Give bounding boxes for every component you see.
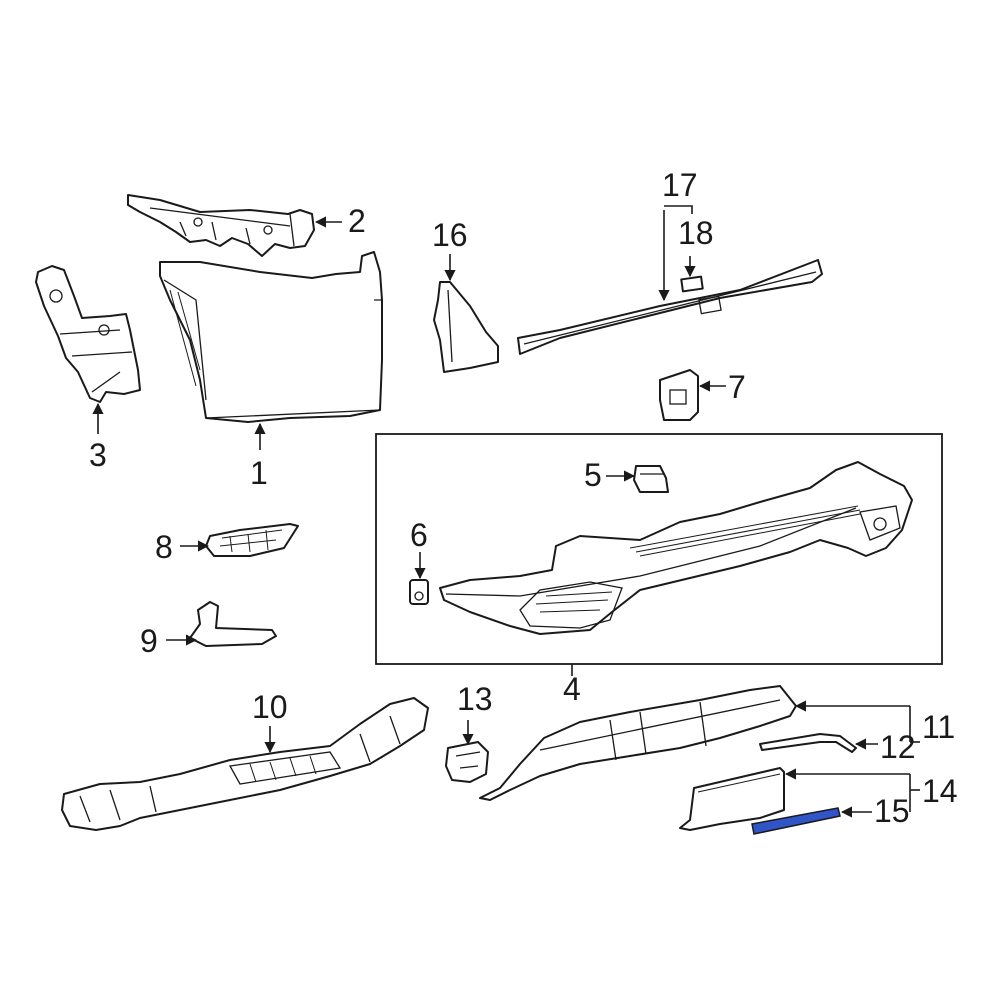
callout-10: 10 [252, 689, 288, 725]
part-12-strip [759, 733, 857, 753]
part-11-valance [479, 685, 797, 801]
part-18-clip [680, 275, 704, 293]
callout-9: 9 [140, 623, 158, 659]
part-3-bracket [35, 265, 141, 403]
callout-1: 1 [250, 455, 268, 491]
callout-4: 4 [563, 671, 581, 707]
part-9-trim [189, 601, 277, 647]
callout-17: 17 [662, 167, 698, 203]
callout-14: 14 [922, 773, 958, 809]
leader-lines [92, 205, 920, 818]
callout-5: 5 [584, 457, 602, 493]
callout-13: 13 [457, 681, 493, 717]
part-5-clip [633, 465, 669, 493]
callout-7: 7 [728, 369, 746, 405]
callout-6: 6 [410, 517, 428, 553]
part-10-absorber [61, 697, 429, 831]
part-2-bracket [127, 194, 315, 257]
part-8-insert [205, 523, 299, 557]
callout-15: 15 [874, 793, 910, 829]
callout-11: 11 [922, 709, 955, 745]
callout-2: 2 [348, 203, 366, 239]
part-6-clip [409, 579, 429, 605]
part-4-bumper-cover [439, 461, 913, 635]
part-17-molding [517, 259, 823, 355]
part-4-group-box [375, 433, 943, 665]
part-16-cap [433, 281, 499, 373]
callout-8: 8 [155, 529, 173, 565]
part-13-clip [445, 741, 489, 783]
part-14-garnish [679, 767, 785, 831]
callout-labels: 1 2 3 4 5 6 7 8 9 10 11 12 13 14 15 16 1… [89, 167, 958, 829]
part-15-strip-highlighted [751, 807, 841, 835]
part-1-panel [159, 251, 383, 423]
callout-18: 18 [678, 215, 714, 251]
callout-16: 16 [432, 217, 468, 253]
callout-12: 12 [880, 729, 916, 765]
part-7-bracket [659, 369, 699, 421]
callout-3: 3 [89, 437, 107, 473]
